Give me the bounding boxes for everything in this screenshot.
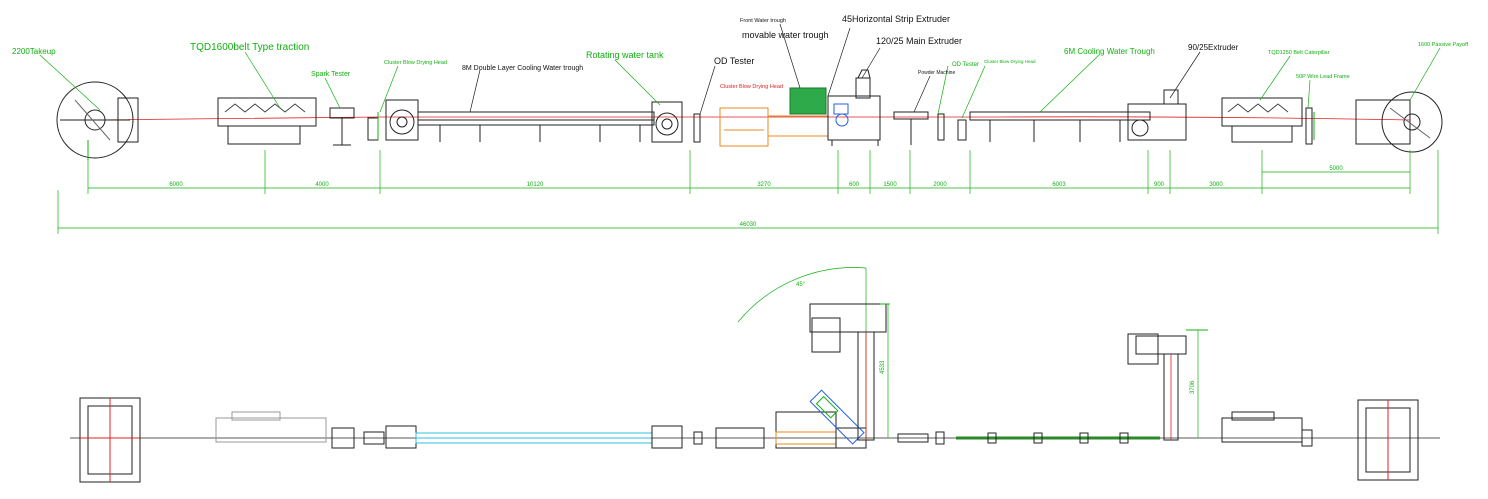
dim-total: 46030 [740, 222, 757, 228]
dim-5: 600 [849, 182, 860, 188]
plan-strip-extruder-45 [737, 267, 867, 445]
leader-lines [39, 47, 1441, 119]
label-main-extruder: 120/25 Main Extruder [876, 36, 962, 46]
label-extruder-90: 90/25Extruder [1188, 43, 1239, 52]
powder-machine [893, 111, 929, 145]
plan-spark-tester [331, 427, 355, 449]
wire-path [87, 116, 1411, 121]
plan-main-extruder-vertical [809, 303, 890, 441]
dim-3: 10120 [527, 182, 544, 188]
plan-movable-trough [715, 411, 867, 449]
dim-6: 1500 [883, 182, 897, 188]
dim-9: 900 [1154, 182, 1165, 188]
dim-8: 6003 [1052, 182, 1066, 188]
belt-caterpillar [1221, 97, 1303, 143]
label-movable-trough: movable water trough [742, 30, 829, 40]
dim-11: 5000 [1329, 166, 1343, 172]
rotating-water-tank [651, 101, 683, 143]
cooling-trough-6m [969, 111, 1151, 142]
plan-view: 4533 45° 3706 [70, 267, 1440, 483]
passive-payoff [1355, 91, 1443, 153]
label-cluster-dry-2: Cluster Blow Drying Head [984, 59, 1036, 64]
od-tester-2 [937, 113, 967, 141]
label-belt-traction: TQD1600belt Type traction [190, 42, 309, 53]
label-spark-tester: Spark Tester [311, 71, 351, 78]
water-tank-left [385, 99, 419, 141]
label-od-tester-2: OD Tester [952, 62, 979, 68]
label-cluster-dry-red: Cluster Blow Drying Head [720, 84, 783, 90]
label-payoff: 1600 Passive Payoff [1418, 42, 1469, 48]
label-takeup: 2200Takeup [12, 47, 56, 56]
label-strip-extruder: 45Horizontal Strip Extruder [842, 14, 950, 24]
extruder-90 [1127, 89, 1187, 141]
dim-7: 2000 [933, 182, 947, 188]
plan-caterpillar [1221, 411, 1313, 447]
label-od-tester-1: OD Tester [714, 56, 754, 66]
leader-lines-black [469, 23, 1201, 115]
dim-1: 6000 [169, 182, 183, 188]
label-wire-frame: 50P Wire Lead Frame [1296, 74, 1350, 80]
takeup-machine [56, 81, 139, 160]
belt-traction [217, 97, 317, 145]
label-rotating-tank: Rotating water tank [586, 50, 664, 60]
movable-trough-assembly [719, 87, 829, 147]
label-powder-machine: Powder Machine [918, 70, 955, 76]
plan-payoff [1357, 399, 1419, 481]
dim-4: 3270 [757, 182, 771, 188]
label-cluster-dry-1: Cluster Blow Drying Head [384, 60, 447, 66]
label-cooling-8m: 8M Double Layer Cooling Water trough [462, 65, 583, 72]
main-extruder [827, 69, 881, 146]
plan-traction [215, 411, 327, 443]
plan-extruder-90-vertical [1127, 329, 1208, 441]
label-caterpillar: TQD1250 Belt Caterpillar [1268, 50, 1330, 56]
dim-2: 4000 [315, 182, 329, 188]
dim-height-right: 3706 [1190, 380, 1196, 394]
dimension-lines [57, 140, 1439, 234]
spark-tester [329, 107, 355, 146]
dim-height-left: 4533 [880, 360, 886, 374]
plan-takeup [79, 397, 141, 483]
cluster-dryer-1 [367, 112, 379, 141]
elevation-view: 6000 4000 10120 3270 600 1500 2000 6003 … [12, 14, 1469, 234]
dim-10: 3000 [1209, 182, 1223, 188]
cooling-trough-8m [417, 111, 655, 142]
dim-angle: 45° [796, 282, 806, 288]
plan-cooling-trough-6m [897, 431, 1160, 445]
wire-lead-frame [1305, 107, 1315, 145]
plan-cooling-trough-8m [363, 425, 703, 449]
label-front-trough: Front Water trough [740, 18, 786, 24]
label-cooling-6m: 6M Cooling Water Trough [1064, 47, 1155, 56]
od-tester-1 [693, 113, 701, 143]
